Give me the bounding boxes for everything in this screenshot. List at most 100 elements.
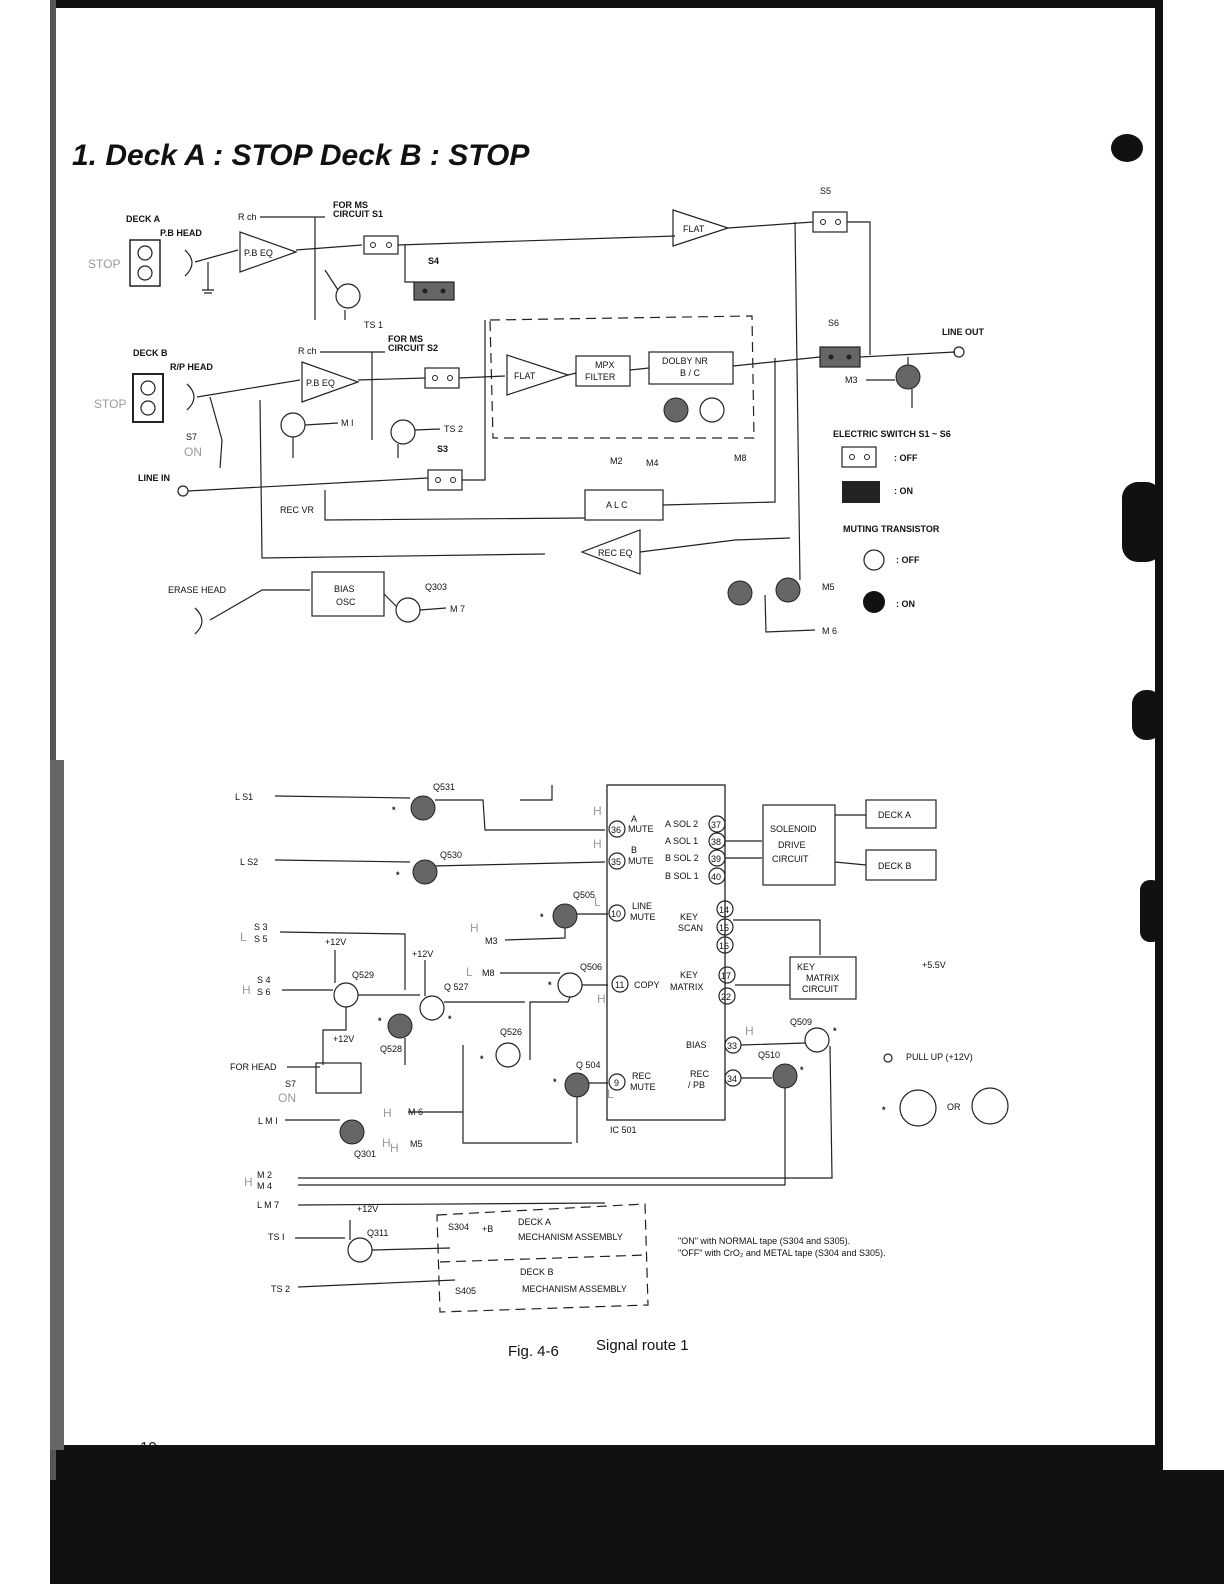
flat-box-label: FLAT	[514, 371, 536, 381]
ts1-bottom-label: TS I	[268, 1232, 285, 1242]
wire	[187, 477, 429, 492]
dolby-label-1: DOLBY NR	[662, 356, 708, 366]
pb-head-icon	[184, 249, 193, 277]
hm2-h-label: H	[244, 1175, 253, 1189]
ls3-label: S 3	[254, 922, 268, 932]
rec-pb-2: / PB	[688, 1080, 705, 1090]
line-mute-2: MUTE	[630, 912, 656, 922]
q526-label: Q526	[500, 1027, 522, 1037]
q504-star: *	[553, 1077, 557, 1087]
or-label: OR	[947, 1102, 961, 1112]
lm1-label: L M I	[258, 1116, 278, 1126]
erase-head-icon	[194, 607, 203, 635]
h-11-label: H	[597, 992, 606, 1006]
m1-transistor	[280, 412, 306, 438]
q506-star: *	[548, 980, 552, 990]
switch-s5	[812, 211, 848, 233]
q509-label: Q509	[790, 1017, 812, 1027]
m5-bottom-label: M5	[410, 1139, 423, 1149]
wire	[662, 358, 776, 506]
asol1-label: A SOL 1	[665, 836, 698, 846]
hm4-label: M 4	[257, 1181, 272, 1191]
wire	[834, 814, 867, 866]
deck-a-cassette	[129, 239, 161, 287]
flat-box-amp	[506, 354, 570, 396]
pin-11	[611, 975, 629, 993]
ts2-transistor	[390, 419, 416, 445]
key-matrix-1: KEY	[680, 970, 698, 980]
m8-transistor	[699, 397, 725, 423]
switch-contact	[846, 354, 852, 360]
for-head-label: FOR HEAD	[230, 1062, 277, 1072]
h-m3-label: H	[470, 921, 479, 935]
switch-contact	[422, 288, 428, 294]
wire	[576, 1082, 608, 1143]
s4-label: S4	[428, 256, 439, 266]
q301-transistor	[339, 1119, 365, 1145]
q531-transistor	[410, 795, 436, 821]
pin-35	[608, 852, 626, 870]
binder-hole-4	[1140, 880, 1162, 942]
line-in-label: LINE IN	[138, 473, 170, 483]
q527-transistor	[419, 995, 445, 1021]
legend-transistor-on-label: : ON	[896, 599, 915, 609]
mpx-label-2: FILTER	[585, 372, 616, 382]
wire	[383, 593, 447, 611]
pb-head-label: P.B HEAD	[160, 228, 202, 238]
wire	[292, 422, 339, 458]
ground-symbol	[202, 262, 214, 294]
plus12-4: +12V	[357, 1204, 378, 1214]
asol2-label: A SOL 2	[665, 819, 698, 829]
line-in-jack	[177, 485, 189, 497]
pin-38-label: 38	[711, 837, 721, 847]
rch-a-label: R ch	[238, 212, 257, 222]
pull-up-symbol	[883, 1053, 893, 1063]
for-ms-1-label: FOR MS	[333, 200, 368, 210]
wire	[397, 428, 441, 458]
wire	[209, 589, 310, 621]
deck-a-reel-2	[137, 265, 153, 281]
flat-top-amp	[672, 209, 730, 247]
mechanism-assembly-outline	[436, 1203, 649, 1313]
legend-switch-title: ELECTRIC SWITCH S1 ~ S6	[833, 429, 951, 439]
deck-b-box	[865, 849, 937, 881]
wire	[194, 249, 239, 263]
switch-contact	[386, 242, 392, 248]
bsol1-label: B SOL 1	[665, 871, 699, 881]
m3-transistor-on	[895, 364, 921, 390]
m3-label: M3	[845, 375, 858, 385]
pin-37	[708, 815, 726, 833]
switch-contact	[370, 242, 376, 248]
wire	[424, 960, 525, 1003]
q510-star: *	[800, 1065, 804, 1075]
wire	[727, 221, 814, 229]
deck-a-box	[865, 799, 937, 829]
pin-9	[608, 1073, 626, 1091]
q303-transistor	[395, 597, 421, 623]
plus12-1: +12V	[325, 937, 346, 947]
h-36-label: H	[593, 804, 602, 818]
wire	[357, 377, 426, 381]
fig-number: Fig. 4-6	[508, 1343, 559, 1360]
s7-bottom-label: S7	[285, 1079, 296, 1089]
h-q301-label-2: H	[382, 1136, 391, 1150]
legend-switch-off	[841, 446, 877, 468]
km-label-1: KEY	[797, 962, 815, 972]
legend-transistor-off-label: : OFF	[896, 555, 920, 565]
dolby-block-outline	[489, 315, 755, 439]
rec-vr-label: REC VR	[280, 505, 315, 515]
legend-star: *	[882, 1105, 886, 1115]
bias-label-2: OSC	[336, 597, 356, 607]
km-label-3: CIRCUIT	[802, 984, 839, 994]
binder-hole-2	[1122, 482, 1162, 562]
tape-note-1: "ON" with NORMAL tape (S304 and S305).	[678, 1236, 850, 1246]
s7-on-label: ON	[184, 445, 202, 459]
rp-head-icon	[186, 383, 195, 411]
key-matrix-2: MATRIX	[670, 982, 703, 992]
key-scan-2: SCAN	[678, 923, 703, 933]
relay-block	[315, 1062, 362, 1094]
erase-head-label: ERASE HEAD	[168, 585, 227, 595]
pin-37-label: 37	[711, 820, 721, 830]
wire	[324, 490, 586, 521]
q528-star: *	[378, 1016, 382, 1026]
